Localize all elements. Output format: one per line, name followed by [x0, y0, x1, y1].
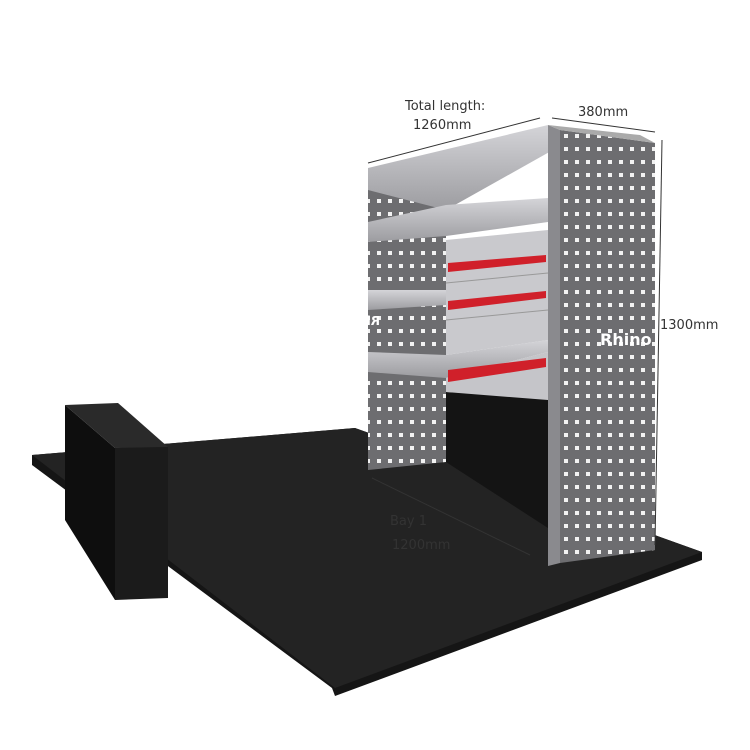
lower-bay-opening [446, 392, 548, 528]
drawer-unit [445, 230, 549, 382]
shelf [368, 340, 548, 378]
wheel-arch-cover [65, 403, 168, 600]
end-panel-edge [548, 125, 560, 566]
drawer-handle[interactable] [448, 255, 546, 272]
total-length-title: Total length: [405, 99, 486, 114]
depth-label: 380mm [578, 105, 629, 120]
shelf [368, 290, 446, 310]
dimension-lines [367, 117, 663, 556]
bay-title: Bay 1 [390, 514, 427, 529]
rhino-logo-mirrored: Rhino [341, 314, 380, 328]
drawer-handle[interactable] [448, 358, 546, 382]
bay-length: 1200mm [392, 538, 451, 553]
height-label: 1300mm [660, 318, 719, 333]
top-shelf [368, 125, 560, 210]
drawer-handle[interactable] [448, 291, 546, 310]
rhino-logo: Rhino [600, 330, 652, 349]
rear-panel [368, 172, 446, 470]
total-length-value: 1260mm [413, 118, 472, 133]
end-panel [560, 130, 655, 563]
shelf [368, 198, 548, 242]
